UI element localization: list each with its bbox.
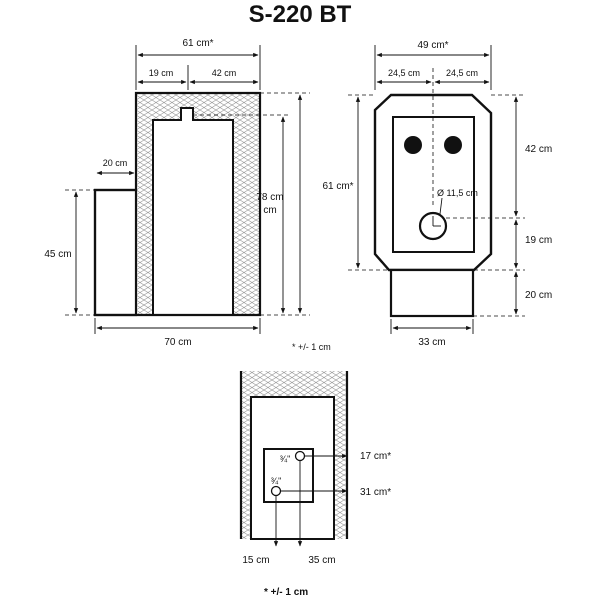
front-base: [389, 268, 475, 318]
label-front-half-left: 24,5 cm: [388, 68, 420, 78]
side-view: 61 cm* 19 cm 42 cm 20 cm 45 cm 78 cm cm …: [44, 38, 330, 352]
product-title: S-220 BT: [249, 1, 352, 28]
label-conn-lower-size: ¾": [271, 476, 282, 486]
tolerance-note-side: * +/- 1 cm: [292, 342, 331, 352]
label-front-half-right: 24,5 cm: [446, 68, 478, 78]
label-front-height-left: 61 cm*: [322, 181, 353, 192]
label-side-height-total-unit: cm: [263, 205, 276, 216]
connection-upper: [294, 450, 306, 462]
label-side-height-left: 45 cm: [44, 249, 71, 260]
label-side-upper-left: 19 cm: [149, 68, 174, 78]
label-side-bottom-width: 70 cm: [164, 337, 191, 348]
label-front-height-top: 42 cm: [525, 144, 552, 155]
label-side-total-width: 61 cm*: [182, 38, 213, 49]
lower-step-body: [93, 188, 138, 317]
front-view: Ø 11,5 cm 49 cm* 24,5 cm 24,5 cm 61 cm* …: [322, 40, 552, 348]
label-side-step-offset: 20 cm: [103, 158, 128, 168]
tolerance-note-bottom: * +/- 1 cm: [264, 587, 308, 598]
label-conn-lower-height: 31 cm*: [360, 487, 391, 498]
label-pipe-diameter: Ø 11,5 cm: [437, 188, 478, 198]
label-conn-upper-height: 17 cm*: [360, 451, 391, 462]
rear-view: ¾" ¾" 17 cm* 31 cm* 15 cm 35 cm * +/- 1 …: [239, 371, 391, 598]
label-side-height-total: 78 cm: [256, 192, 283, 203]
label-conn-upper-offset: 35 cm: [308, 555, 335, 566]
label-front-base-width: 33 cm: [418, 337, 445, 348]
vent-right: [444, 136, 462, 154]
label-front-height-mid: 19 cm: [525, 235, 552, 246]
connection-lower: [270, 485, 282, 497]
vent-left: [404, 136, 422, 154]
label-conn-lower-offset: 15 cm: [242, 555, 269, 566]
label-side-upper-right: 42 cm: [212, 68, 237, 78]
label-front-height-base: 20 cm: [525, 290, 552, 301]
label-front-total-width: 49 cm*: [417, 40, 448, 51]
label-conn-upper-size: ¾": [280, 454, 291, 464]
firebox-inner: [152, 107, 234, 316]
